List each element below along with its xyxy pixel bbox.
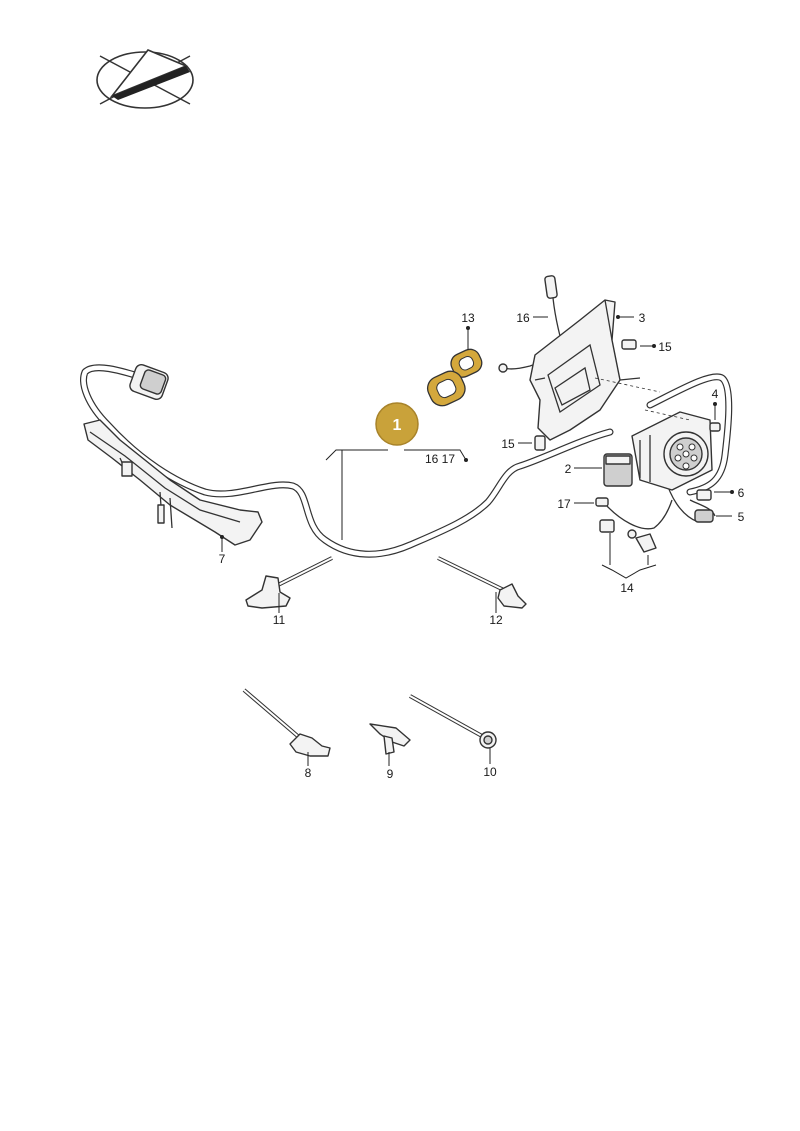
seal-ring-part-13 [426,348,483,407]
screw-17 [595,497,609,507]
callout-4: 4 [712,387,719,401]
connector-5 [694,509,714,523]
wiring-harness-main [80,364,733,558]
bolt-14b [635,533,657,553]
bolt-14a [599,519,615,533]
callout-17: 17 [557,497,571,511]
callout-main-refs: 16 17 [425,452,455,466]
callout-15a: 15 [658,340,672,354]
clip-6 [696,489,712,501]
callout-7: 7 [219,552,226,566]
cable-tie-part-11 [245,556,333,609]
badge-label: 1 [393,417,402,434]
screw-15b [534,435,546,451]
charging-socket-housing [631,411,713,491]
callout-2: 2 [565,462,572,476]
ground-strap-part-16 [498,275,561,373]
brand-logo-emblem [96,49,194,109]
part-number-badge: 1 [375,402,419,446]
callout-10: 10 [483,765,497,779]
callout-14: 14 [620,581,634,595]
ring-terminal [627,529,637,539]
callout-6: 6 [738,486,745,500]
callout-9: 9 [387,767,394,781]
callout-11: 11 [273,613,286,627]
callout-15b: 15 [501,437,515,451]
cable-duct-part-7 [83,419,263,546]
cable-tie-part-10 [409,694,497,749]
clip-part-9 [369,723,411,755]
callout-16: 16 [516,311,530,325]
cable-tie-part-12 [437,556,527,609]
screw-15a [621,339,637,350]
leader-lines [220,315,734,766]
harness-connector-left [129,364,169,400]
callout-labels: 16 17 13 16 3 15 4 15 2 17 6 5 7 14 11 1… [219,311,745,781]
screw-4 [709,422,721,432]
callout-13: 13 [461,311,475,325]
screws-hardware [534,339,721,553]
callout-8: 8 [305,766,312,780]
callout-3: 3 [639,311,646,325]
mounting-bracket-part-3 [529,299,641,441]
callout-5: 5 [738,510,745,524]
control-unit-part-2 [603,453,633,487]
cable-tie-part-8 [242,688,331,757]
callout-12: 12 [489,613,503,627]
